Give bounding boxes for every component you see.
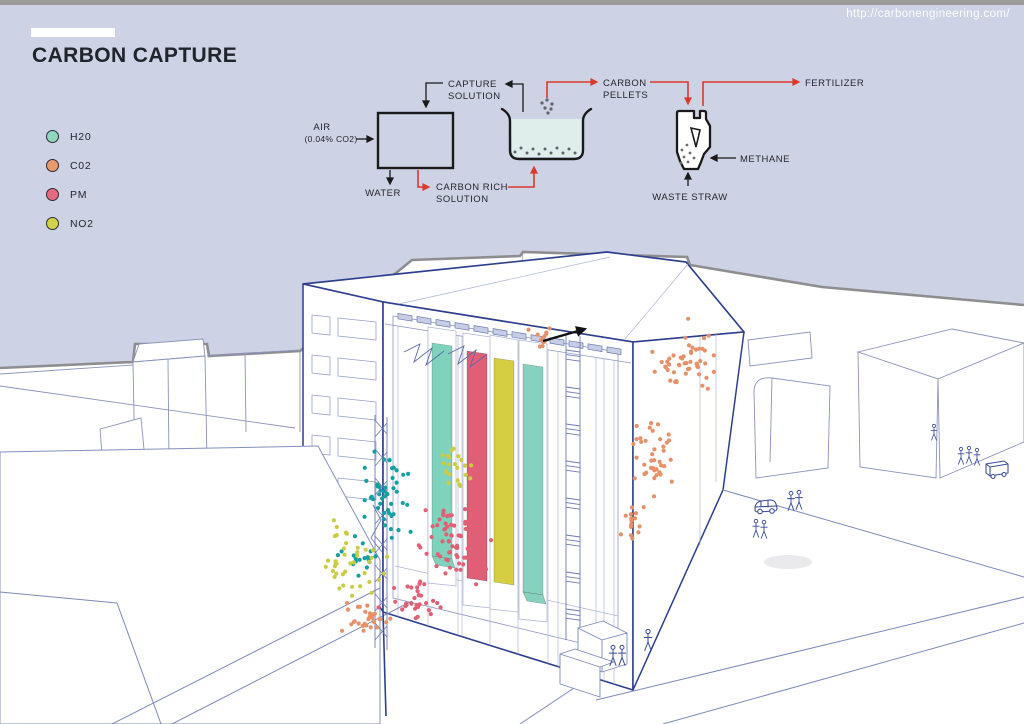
capture-solution-in-arrow (422, 82, 443, 109)
no2-panel (493, 357, 515, 586)
left-truss-chute (370, 415, 388, 650)
air-label: AIR (313, 122, 330, 133)
carbon-rich-to-beaker-arrow (508, 165, 538, 188)
air-contactor-box (376, 111, 455, 170)
fertilizer-out-arrow (702, 78, 801, 106)
fertilizer-label: FERTILIZER (805, 78, 864, 89)
skyline-edge (0, 250, 1024, 370)
title-accent-bar (31, 28, 115, 37)
carbon-pellets-label-1: CARBON (603, 78, 647, 89)
page-title: CARBON CAPTURE (32, 44, 238, 67)
calciner-particles (679, 143, 696, 165)
car-figure (754, 499, 778, 515)
beaker-outline (500, 107, 593, 161)
legend-item-h2o: H20 (46, 122, 94, 151)
facade-ladder (565, 334, 581, 642)
co2-swatch-icon (46, 159, 59, 172)
building-right-face (632, 331, 745, 691)
truck-figure (985, 460, 1009, 480)
airflow-arrow (542, 326, 588, 343)
legend-label: C02 (70, 159, 92, 172)
source-url: http://carbonengineering.com/ (846, 8, 1010, 20)
legend-item-pm: PM (46, 180, 94, 209)
h2o-swatch-icon (46, 130, 59, 143)
waste-straw-label: WASTE STRAW (652, 192, 728, 203)
no2-swatch-icon (46, 217, 59, 230)
street-lines (0, 489, 1024, 724)
legend-item-no2: NO2 (46, 209, 94, 238)
utility-boxes (559, 620, 628, 698)
downspout-edge (382, 611, 387, 717)
legend-item-co2: C02 (46, 151, 94, 180)
beaker-liquid (511, 119, 583, 157)
air-co2-label: (0.04% CO2) (305, 134, 358, 144)
pellets-out-arrow (546, 78, 599, 98)
legend-label: H20 (70, 130, 92, 143)
capture-solution-label-1: CAPTURE (448, 79, 497, 90)
capture-solution-label-2: SOLUTION (448, 91, 501, 102)
duct-zigzag (403, 343, 487, 369)
legend-label: NO2 (70, 217, 94, 230)
carbon-rich-label-2: SOLUTION (436, 194, 489, 205)
carbon-rich-label-1: CARBON RICH (436, 182, 508, 193)
legend-label: PM (70, 188, 88, 201)
water-label: WATER (365, 188, 401, 199)
pellets-to-calciner-arrow (650, 81, 692, 106)
flow-diagram: AIR (0.04% CO2) CAPTURE SOLUTION WATER C… (305, 78, 864, 205)
beaker-particles (513, 98, 577, 156)
h2o-panel-right (522, 363, 544, 596)
emissions-legend: H20 C02 PM NO2 (46, 122, 94, 238)
methane-label: METHANE (740, 154, 790, 165)
top-gray-bar (0, 0, 1024, 5)
right-background-buildings (747, 328, 1024, 479)
foreground-building (0, 445, 381, 724)
h2o-panel-right-fold (522, 591, 547, 605)
ground-shadow (764, 555, 812, 569)
emission-dot-clusters (323, 316, 716, 633)
carbon-pellets-label-2: PELLETS (603, 90, 648, 101)
calciner-cutout (689, 126, 701, 148)
capture-solution-return-arrow (504, 80, 524, 112)
carbon-rich-out-arrow (417, 170, 431, 191)
pm-swatch-icon (46, 188, 59, 201)
